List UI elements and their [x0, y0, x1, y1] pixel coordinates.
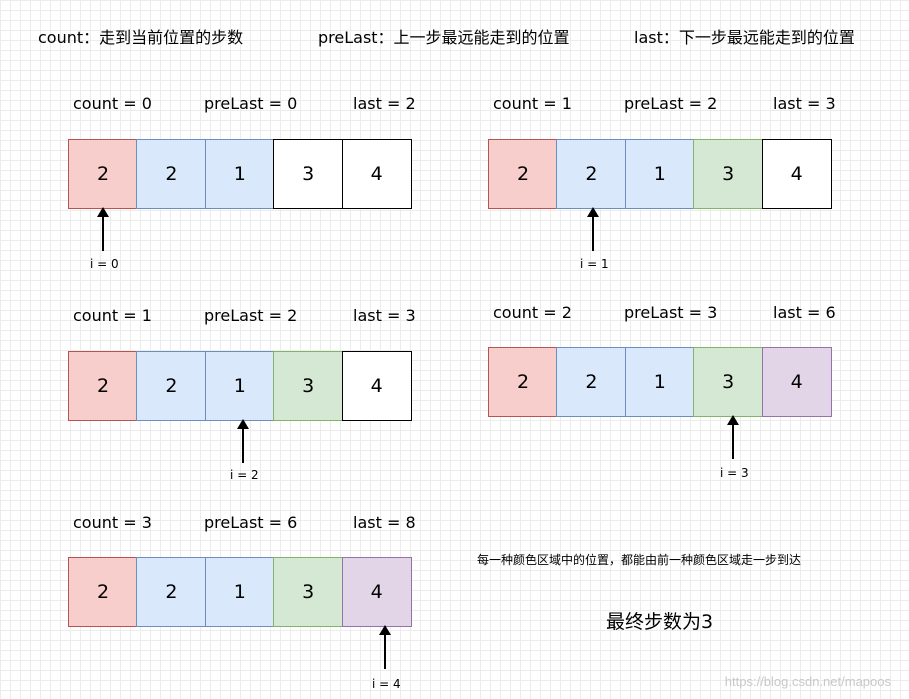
- last-label: last = 3: [353, 306, 416, 325]
- index-label: i = 2: [230, 468, 259, 482]
- pointer-arrow-icon: [379, 625, 391, 669]
- pointer-arrow-icon: [587, 207, 599, 251]
- array-row: 2 2 1 3 4: [68, 351, 412, 421]
- array-cell: 1: [204, 557, 275, 627]
- array-row: 2 2 1 3 4: [488, 347, 832, 417]
- legend-last: last：下一步最远能走到的位置: [634, 28, 855, 47]
- pointer-arrow-icon: [97, 207, 109, 251]
- array-cell: 4: [761, 139, 832, 209]
- array-cell: 1: [624, 347, 695, 417]
- count-label: count = 1: [493, 94, 572, 113]
- pointer-arrow-icon: [237, 419, 249, 463]
- array-cell: 1: [624, 139, 695, 209]
- array-cell: 2: [136, 351, 207, 421]
- legend-prelast: preLast：上一步最远能走到的位置: [318, 28, 570, 47]
- final-result: 最终步数为3: [606, 611, 714, 633]
- array-cell: 1: [204, 139, 275, 209]
- array-cell: 4: [341, 351, 412, 421]
- prelast-label: preLast = 6: [204, 513, 298, 532]
- array-cell: 2: [556, 139, 627, 209]
- array-cell: 2: [488, 347, 558, 417]
- count-label: count = 2: [493, 303, 572, 322]
- array-row: 2 2 1 3 4: [68, 139, 412, 209]
- watermark: https://blog.csdn.net/mapoos: [724, 674, 891, 689]
- index-label: i = 1: [580, 257, 609, 271]
- prelast-label: preLast = 0: [204, 94, 298, 113]
- array-cell: 2: [136, 557, 207, 627]
- prelast-label: preLast = 3: [624, 303, 718, 322]
- index-label: i = 3: [720, 466, 749, 480]
- array-row: 2 2 1 3 4: [68, 557, 412, 627]
- last-label: last = 3: [773, 94, 836, 113]
- prelast-label: preLast = 2: [624, 94, 718, 113]
- array-cell: 4: [341, 557, 412, 627]
- explanation-note: 每一种颜色区域中的位置，都能由前一种颜色区域走一步到达: [477, 553, 802, 567]
- array-cell: 3: [273, 139, 344, 209]
- array-cell: 3: [273, 557, 344, 627]
- array-cell: 2: [68, 351, 138, 421]
- legend-count: count：走到当前位置的步数: [38, 28, 244, 47]
- index-label: i = 4: [372, 677, 401, 691]
- array-cell: 3: [693, 139, 764, 209]
- array-cell: 2: [556, 347, 627, 417]
- count-label: count = 0: [73, 94, 152, 113]
- array-cell: 2: [488, 139, 558, 209]
- array-cell: 3: [693, 347, 764, 417]
- pointer-arrow-icon: [727, 415, 739, 459]
- last-label: last = 8: [353, 513, 416, 532]
- array-cell: 3: [273, 351, 344, 421]
- array-cell: 2: [136, 139, 207, 209]
- count-label: count = 3: [73, 513, 152, 532]
- index-label: i = 0: [90, 257, 119, 271]
- count-label: count = 1: [73, 306, 152, 325]
- array-cell: 4: [341, 139, 412, 209]
- last-label: last = 6: [773, 303, 836, 322]
- array-cell: 4: [761, 347, 832, 417]
- array-row: 2 2 1 3 4: [488, 139, 832, 209]
- array-cell: 2: [68, 139, 138, 209]
- last-label: last = 2: [353, 94, 416, 113]
- array-cell: 1: [204, 351, 275, 421]
- prelast-label: preLast = 2: [204, 306, 298, 325]
- array-cell: 2: [68, 557, 138, 627]
